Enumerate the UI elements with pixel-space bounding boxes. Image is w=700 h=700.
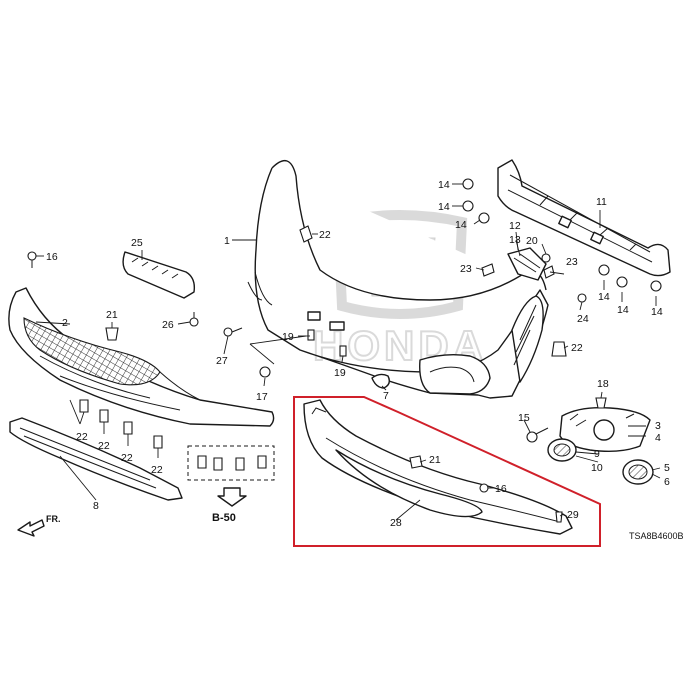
callout-6: 6: [664, 476, 670, 488]
callout-1: 1: [224, 235, 230, 247]
front-skid-garnish: [303, 399, 573, 535]
callout-22-f: 22: [151, 464, 163, 476]
callout-10: 10: [591, 462, 603, 474]
callout-3: 3: [655, 420, 661, 432]
clip-22-right: [551, 341, 567, 357]
clip-27: [223, 327, 243, 337]
callout-22-b: 22: [571, 342, 583, 354]
clip-19-a: [307, 329, 315, 341]
callout-18: 18: [597, 378, 609, 390]
callout-20: 20: [526, 235, 538, 247]
callout-16-b: 16: [495, 483, 507, 495]
bolt-14-a: [462, 178, 474, 190]
clip-17: [259, 366, 271, 378]
callout-25: 25: [131, 237, 143, 249]
reference-label: B-50: [212, 512, 236, 524]
bumper-beam-absorber: [497, 159, 671, 277]
clip-19-b: [339, 345, 347, 357]
nut-22-a: [79, 399, 89, 413]
side-spacer-bracket: [507, 247, 547, 281]
callout-14-f: 14: [651, 306, 663, 318]
front-arrow-icon: [17, 519, 45, 537]
reference-arrow-icon: [217, 487, 247, 507]
bolt-14-c: [478, 212, 490, 224]
nut-22-b: [99, 409, 109, 423]
fog-light-ring-lower: [622, 459, 654, 485]
callout-29: 29: [567, 509, 579, 521]
callout-22-a: 22: [319, 229, 331, 241]
callout-19-a: 19: [282, 331, 294, 343]
callout-22-c: 22: [76, 431, 88, 443]
callout-5: 5: [664, 462, 670, 474]
callout-19-b: 19: [334, 367, 346, 379]
callout-14-a: 14: [438, 179, 450, 191]
bolt-14-b: [462, 200, 474, 212]
lower-garnish: [9, 417, 183, 501]
callout-labels: 1 2 3 4 5 6 7 8 9 10 11 12 13 14 14 14 1…: [46, 179, 670, 529]
clip-18: [595, 397, 607, 409]
front-direction-label: FR.: [46, 514, 61, 524]
callout-7: 7: [383, 390, 389, 402]
callout-4: 4: [655, 432, 661, 444]
callout-14-c: 14: [455, 219, 467, 231]
clip-20: [541, 253, 551, 263]
screw-21-skid: [409, 455, 423, 469]
drawing-code: TSA8B4600B: [629, 531, 684, 541]
callout-28: 28: [390, 517, 402, 529]
callout-21-b: 21: [429, 454, 441, 466]
callout-14-d: 14: [598, 291, 610, 303]
callout-23-b: 23: [566, 256, 578, 268]
callout-2: 2: [62, 317, 68, 329]
callout-14-e: 14: [617, 304, 629, 316]
callout-13: 13: [509, 234, 521, 246]
clip-22-upper: [299, 225, 313, 243]
callout-27: 27: [216, 355, 228, 367]
clip-21-grille: [105, 327, 119, 341]
leader-lines: [35, 183, 661, 521]
nut-22-d: [153, 435, 163, 449]
bolt-14-d: [598, 264, 610, 276]
front-direction-indicator: FR.: [17, 514, 61, 537]
callout-12: 12: [509, 220, 521, 232]
lower-grille: [8, 287, 275, 427]
reference-clip-box: B-50: [187, 445, 275, 524]
highlight-box: [293, 396, 601, 547]
callout-21-a: 21: [106, 309, 118, 321]
callout-22-d: 22: [98, 440, 110, 452]
nut-22-c: [123, 421, 133, 435]
callout-9: 9: [594, 448, 600, 460]
callout-15: 15: [518, 412, 530, 424]
screw-26: [189, 312, 199, 327]
bolt-14-e: [616, 276, 628, 288]
callout-8: 8: [93, 500, 99, 512]
license-plate-bracket: [122, 251, 196, 299]
callout-17: 17: [256, 391, 268, 403]
callout-23-a: 23: [460, 263, 472, 275]
callout-11: 11: [596, 196, 607, 208]
callout-16-a: 16: [46, 251, 58, 263]
screw-16-skid: [479, 483, 489, 493]
fastener-group: [27, 178, 662, 523]
callout-26: 26: [162, 319, 174, 331]
fog-light-ring-upper: [547, 438, 577, 462]
rivet-29: [555, 511, 563, 523]
front-bumper-face: [247, 159, 549, 399]
callout-22-e: 22: [121, 452, 133, 464]
callout-14-b: 14: [438, 201, 450, 213]
clip-16-left: [27, 251, 37, 268]
screw-24: [577, 293, 587, 303]
clip-23-a: [481, 263, 495, 277]
callout-24: 24: [577, 313, 589, 325]
bolt-14-f: [650, 280, 662, 292]
screw-15: [526, 427, 549, 443]
clip-23-b: [543, 265, 555, 279]
